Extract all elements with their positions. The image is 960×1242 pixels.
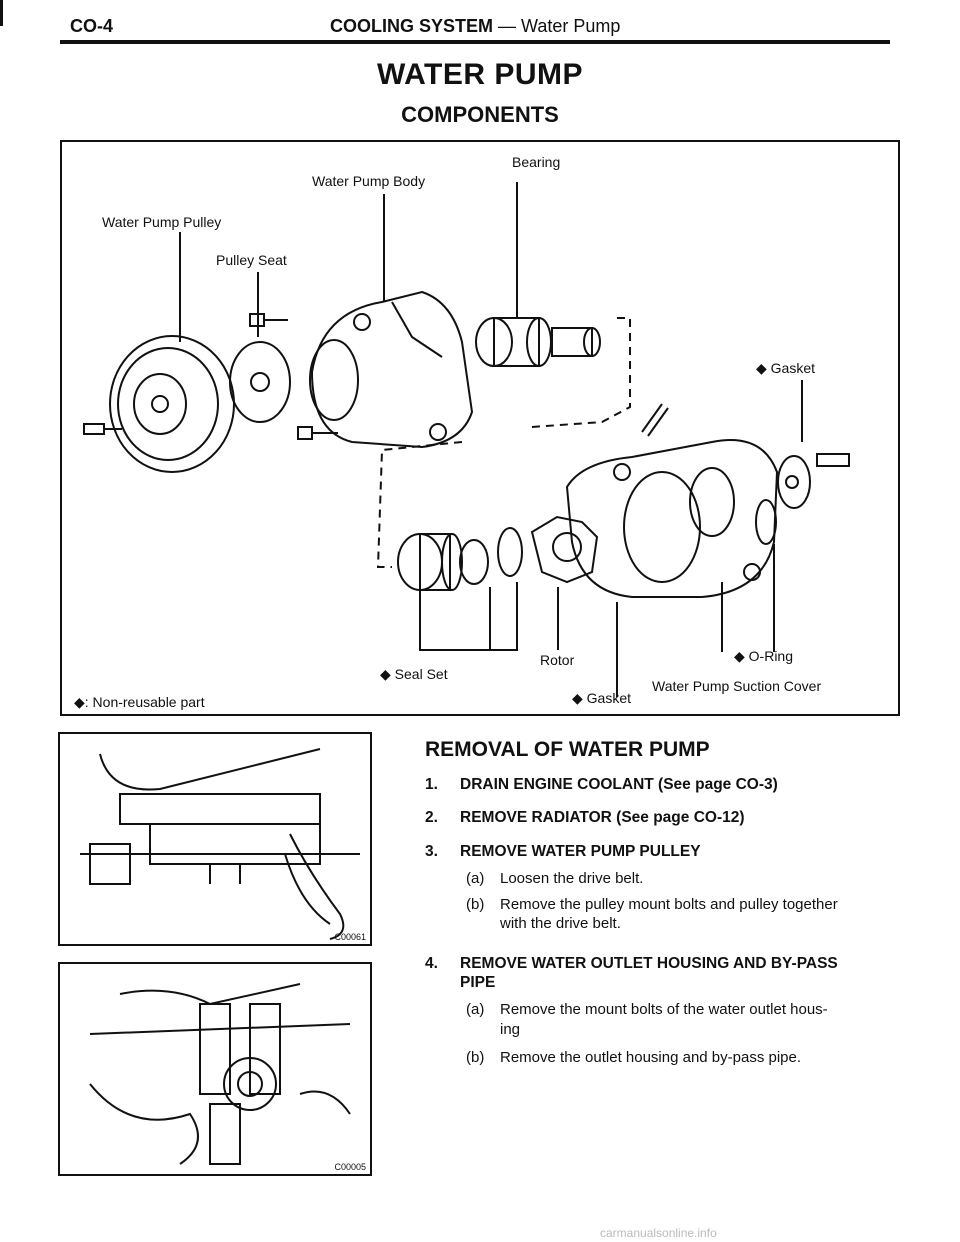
- step-2-text: REMOVE RADIATOR (See page CO-12): [460, 809, 745, 826]
- step-3a-letter: (a): [466, 870, 485, 887]
- legend-non-reusable: ◆: Non-reusable part: [74, 694, 205, 710]
- components-figure: Bearing Water Pump Body Water Pump Pulle…: [60, 140, 900, 716]
- header-subsection: — Water Pump: [493, 16, 621, 36]
- label-pulley-seat: Pulley Seat: [216, 252, 287, 268]
- step-4b-text: Remove the outlet housing and by-pass pi…: [500, 1049, 802, 1066]
- photo2-code: C00005: [334, 1162, 366, 1172]
- header-title: COOLING SYSTEM — Water Pump: [330, 16, 620, 37]
- removal-title: REMOVAL OF WATER PUMP: [425, 738, 710, 761]
- step-3a-text: Loosen the drive belt.: [500, 870, 644, 887]
- exploded-view-drawing: [83, 182, 850, 697]
- label-rotor: Rotor: [540, 652, 575, 668]
- photo-outlet-housing: C00005: [58, 962, 372, 1176]
- pulley-removal-drawing: [80, 748, 360, 940]
- label-bearing: Bearing: [512, 154, 561, 170]
- photo1-code: C00061: [334, 932, 366, 942]
- step-4-number: 4.: [425, 955, 438, 972]
- label-o-ring: ◆ O-Ring: [734, 648, 794, 664]
- step-4a-text-cont: ing: [500, 1021, 521, 1038]
- step-4b-letter: (b): [466, 1049, 485, 1066]
- photo-pulley-removal: C00061: [58, 732, 372, 946]
- step-3-number: 3.: [425, 843, 438, 860]
- step-2-number: 2.: [425, 809, 438, 826]
- label-suction-cover: Water Pump Suction Cover: [652, 678, 822, 694]
- step-1-text: DRAIN ENGINE COOLANT (See page CO-3): [460, 776, 778, 793]
- page-title: WATER PUMP: [376, 58, 584, 91]
- header-rule: [60, 40, 890, 44]
- step-3b-text-cont: with the drive belt.: [500, 915, 621, 932]
- step-4-text-cont: PIPE: [460, 974, 496, 991]
- label-gasket-top: ◆ Gasket: [756, 360, 816, 376]
- step-4a-letter: (a): [466, 1001, 485, 1018]
- label-water-pump-body: Water Pump Body: [312, 173, 426, 189]
- header-section: COOLING SYSTEM: [330, 16, 494, 36]
- page-edge-mark: [0, 0, 3, 26]
- label-seal-set: ◆ Seal Set: [380, 666, 448, 682]
- step-4a-text: Remove the mount bolts of the water outl…: [500, 1001, 828, 1018]
- outlet-housing-drawing: [89, 983, 351, 1165]
- label-gasket-bottom: ◆ Gasket: [572, 690, 632, 706]
- page-subtitle: COMPONENTS: [401, 102, 559, 127]
- step-3-text: REMOVE WATER PUMP PULLEY: [460, 843, 701, 860]
- step-3b-text: Remove the pulley mount bolts and pulley…: [500, 896, 838, 913]
- label-water-pump-pulley: Water Pump Pulley: [102, 214, 222, 230]
- step-1-number: 1.: [425, 776, 438, 793]
- page-number: CO-4: [70, 16, 114, 36]
- step-4-text: REMOVE WATER OUTLET HOUSING AND BY-PASS: [460, 955, 838, 972]
- watermark-link[interactable]: carmanualsonline.info: [600, 1226, 717, 1240]
- step-3b-letter: (b): [466, 896, 485, 913]
